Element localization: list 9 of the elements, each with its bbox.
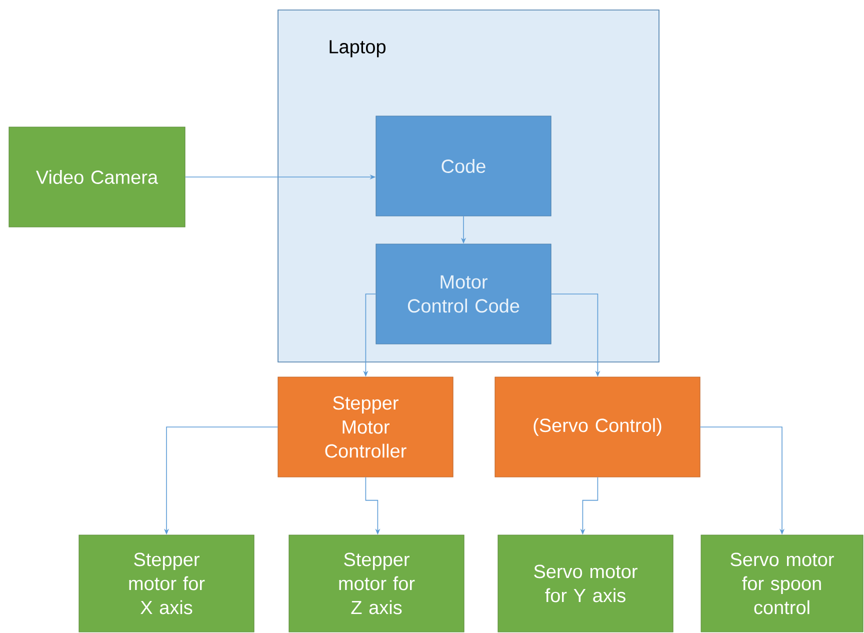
software-box: Motor Control Code: [376, 244, 552, 344]
motor-box: Stepper motor for Z axis: [288, 534, 464, 632]
controller-box: (Servo Control): [494, 376, 700, 478]
motor-box: Stepper motor for X axis: [78, 534, 254, 632]
controller-box: Stepper Motor Controller: [278, 376, 454, 478]
device-box: Video Camera: [8, 126, 186, 228]
motor-box: Servo motor for spoon control: [700, 534, 864, 632]
motor-box: Servo motor for Y axis: [498, 534, 674, 632]
software-box: Code: [376, 116, 552, 216]
